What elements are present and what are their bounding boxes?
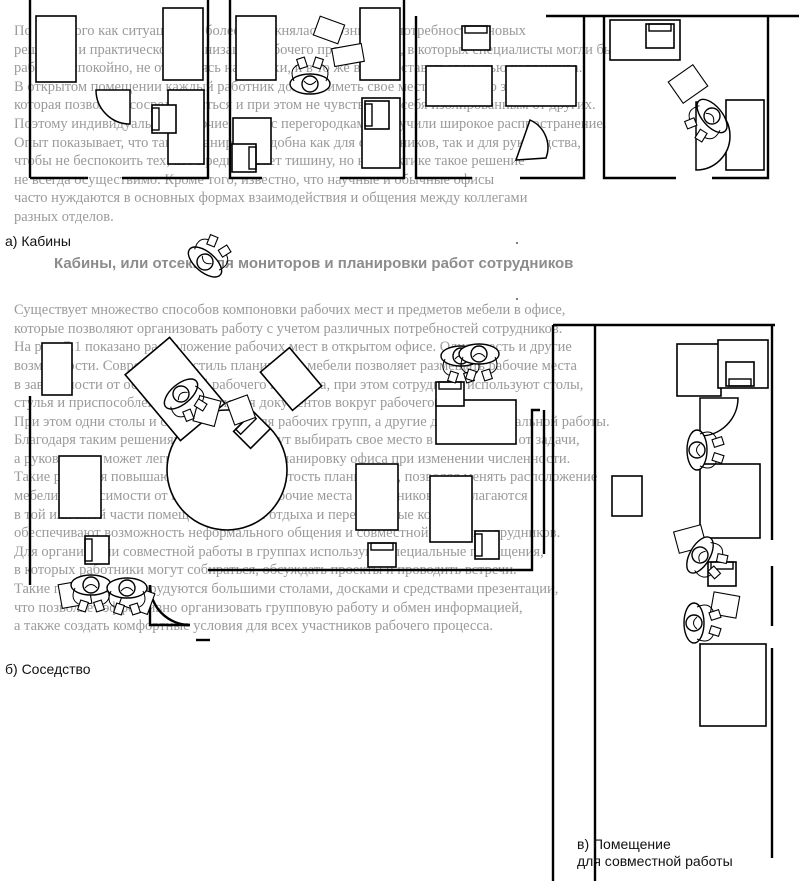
caption-shared-room-line1: в) Помещение: [577, 836, 671, 852]
background-text-line: Для организации совместной работы в груп…: [14, 543, 544, 560]
background-text-line: которые позволяют организовать работу с …: [14, 320, 563, 337]
background-text-line: не всегда осуществимо. Кроме того, извес…: [14, 171, 495, 188]
background-text-line: Существует множество способов компоновки…: [14, 302, 566, 319]
background-text-line: Опыт показывает, что такая планировка уд…: [14, 134, 581, 151]
caption-shared-room-line2: для совместной работы: [577, 853, 733, 869]
caption-shared-room: в) Помещение для совместной работы: [577, 836, 733, 870]
cabins-plan: [28, 0, 799, 300]
background-text-line: обеспечивают возможность неформального о…: [14, 525, 561, 542]
background-text-line: а также создать комфортные условия для в…: [14, 618, 493, 635]
shared-room-plan: [458, 323, 775, 881]
background-heading: Кабины, или отсеки для мониторов и плани…: [54, 254, 574, 272]
background-text-line: разных отделов.: [14, 208, 114, 225]
background-text-line: В открытом помещении каждый работник дол…: [14, 78, 531, 95]
background-text-line: часто нуждаются в основных формах взаимо…: [14, 190, 528, 207]
background-text-line: а руководство может легко перестраивать …: [14, 450, 571, 467]
caption-neighbourhood: б) Соседство: [5, 661, 91, 677]
neighbourhood-plan: [28, 336, 546, 642]
caption-cabins: а) Кабины: [5, 233, 71, 249]
